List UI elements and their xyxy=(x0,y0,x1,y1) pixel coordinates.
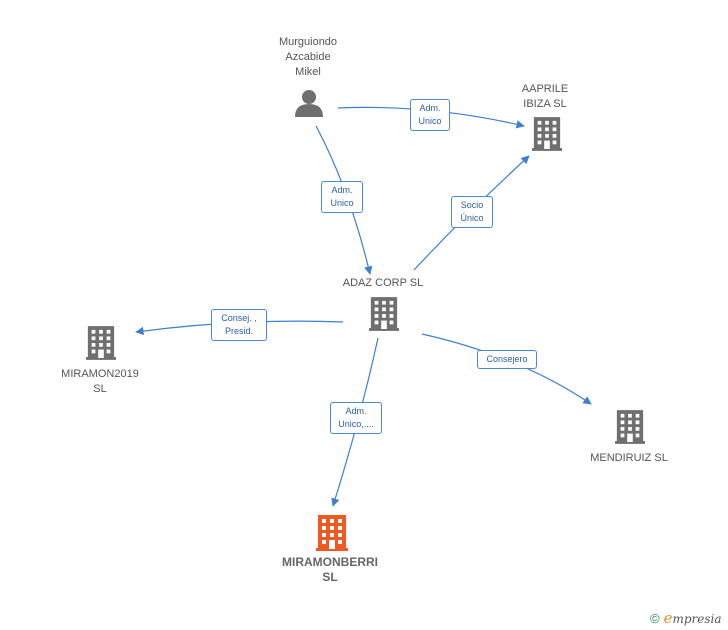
empresia-logo[interactable]: ©empresia xyxy=(650,609,722,627)
node-label-person[interactable]: Murguiondo Azcabide Mikel xyxy=(278,36,338,78)
aaprile-building-icon[interactable] xyxy=(532,117,562,151)
edge-label-adaz-miramonberri[interactable]: Adm. Unico,.... xyxy=(330,402,382,434)
edge-adaz-mendiruiz xyxy=(421,333,592,405)
edge-label-adaz-mendiruiz[interactable]: Consejero xyxy=(477,350,537,369)
node-label-mendiruiz[interactable]: MENDIRUIZ SL xyxy=(590,452,668,464)
copyright-symbol: © xyxy=(650,611,660,626)
node-label-miramonberri[interactable]: MIRAMONBERRI SL xyxy=(282,555,378,584)
node-label-miramon2019[interactable]: MIRAMON2019 SL xyxy=(61,368,139,395)
adaz-building-icon[interactable] xyxy=(369,297,399,331)
edge-label-adaz-miramon2019[interactable]: Consej. , Presid. xyxy=(211,309,267,341)
edge-label-person-aaprile[interactable]: Adm. Unico xyxy=(410,99,450,131)
edge-label-person-adaz[interactable]: Adm. Unico xyxy=(321,181,363,213)
person-icon[interactable] xyxy=(295,90,323,117)
miramonberri-building-icon[interactable] xyxy=(316,515,348,551)
brand-rest: mpresia xyxy=(672,612,722,626)
edge-label-adaz-aaprile[interactable]: Socio Único xyxy=(451,196,493,228)
brand-e: e xyxy=(663,609,673,627)
miramon2019-building-icon[interactable] xyxy=(86,326,116,360)
node-label-aaprile[interactable]: AAPRILE IBIZA SL xyxy=(521,83,569,110)
node-label-adaz[interactable]: ADAZ CORP SL xyxy=(342,277,424,289)
mendiruiz-building-icon[interactable] xyxy=(615,410,645,444)
